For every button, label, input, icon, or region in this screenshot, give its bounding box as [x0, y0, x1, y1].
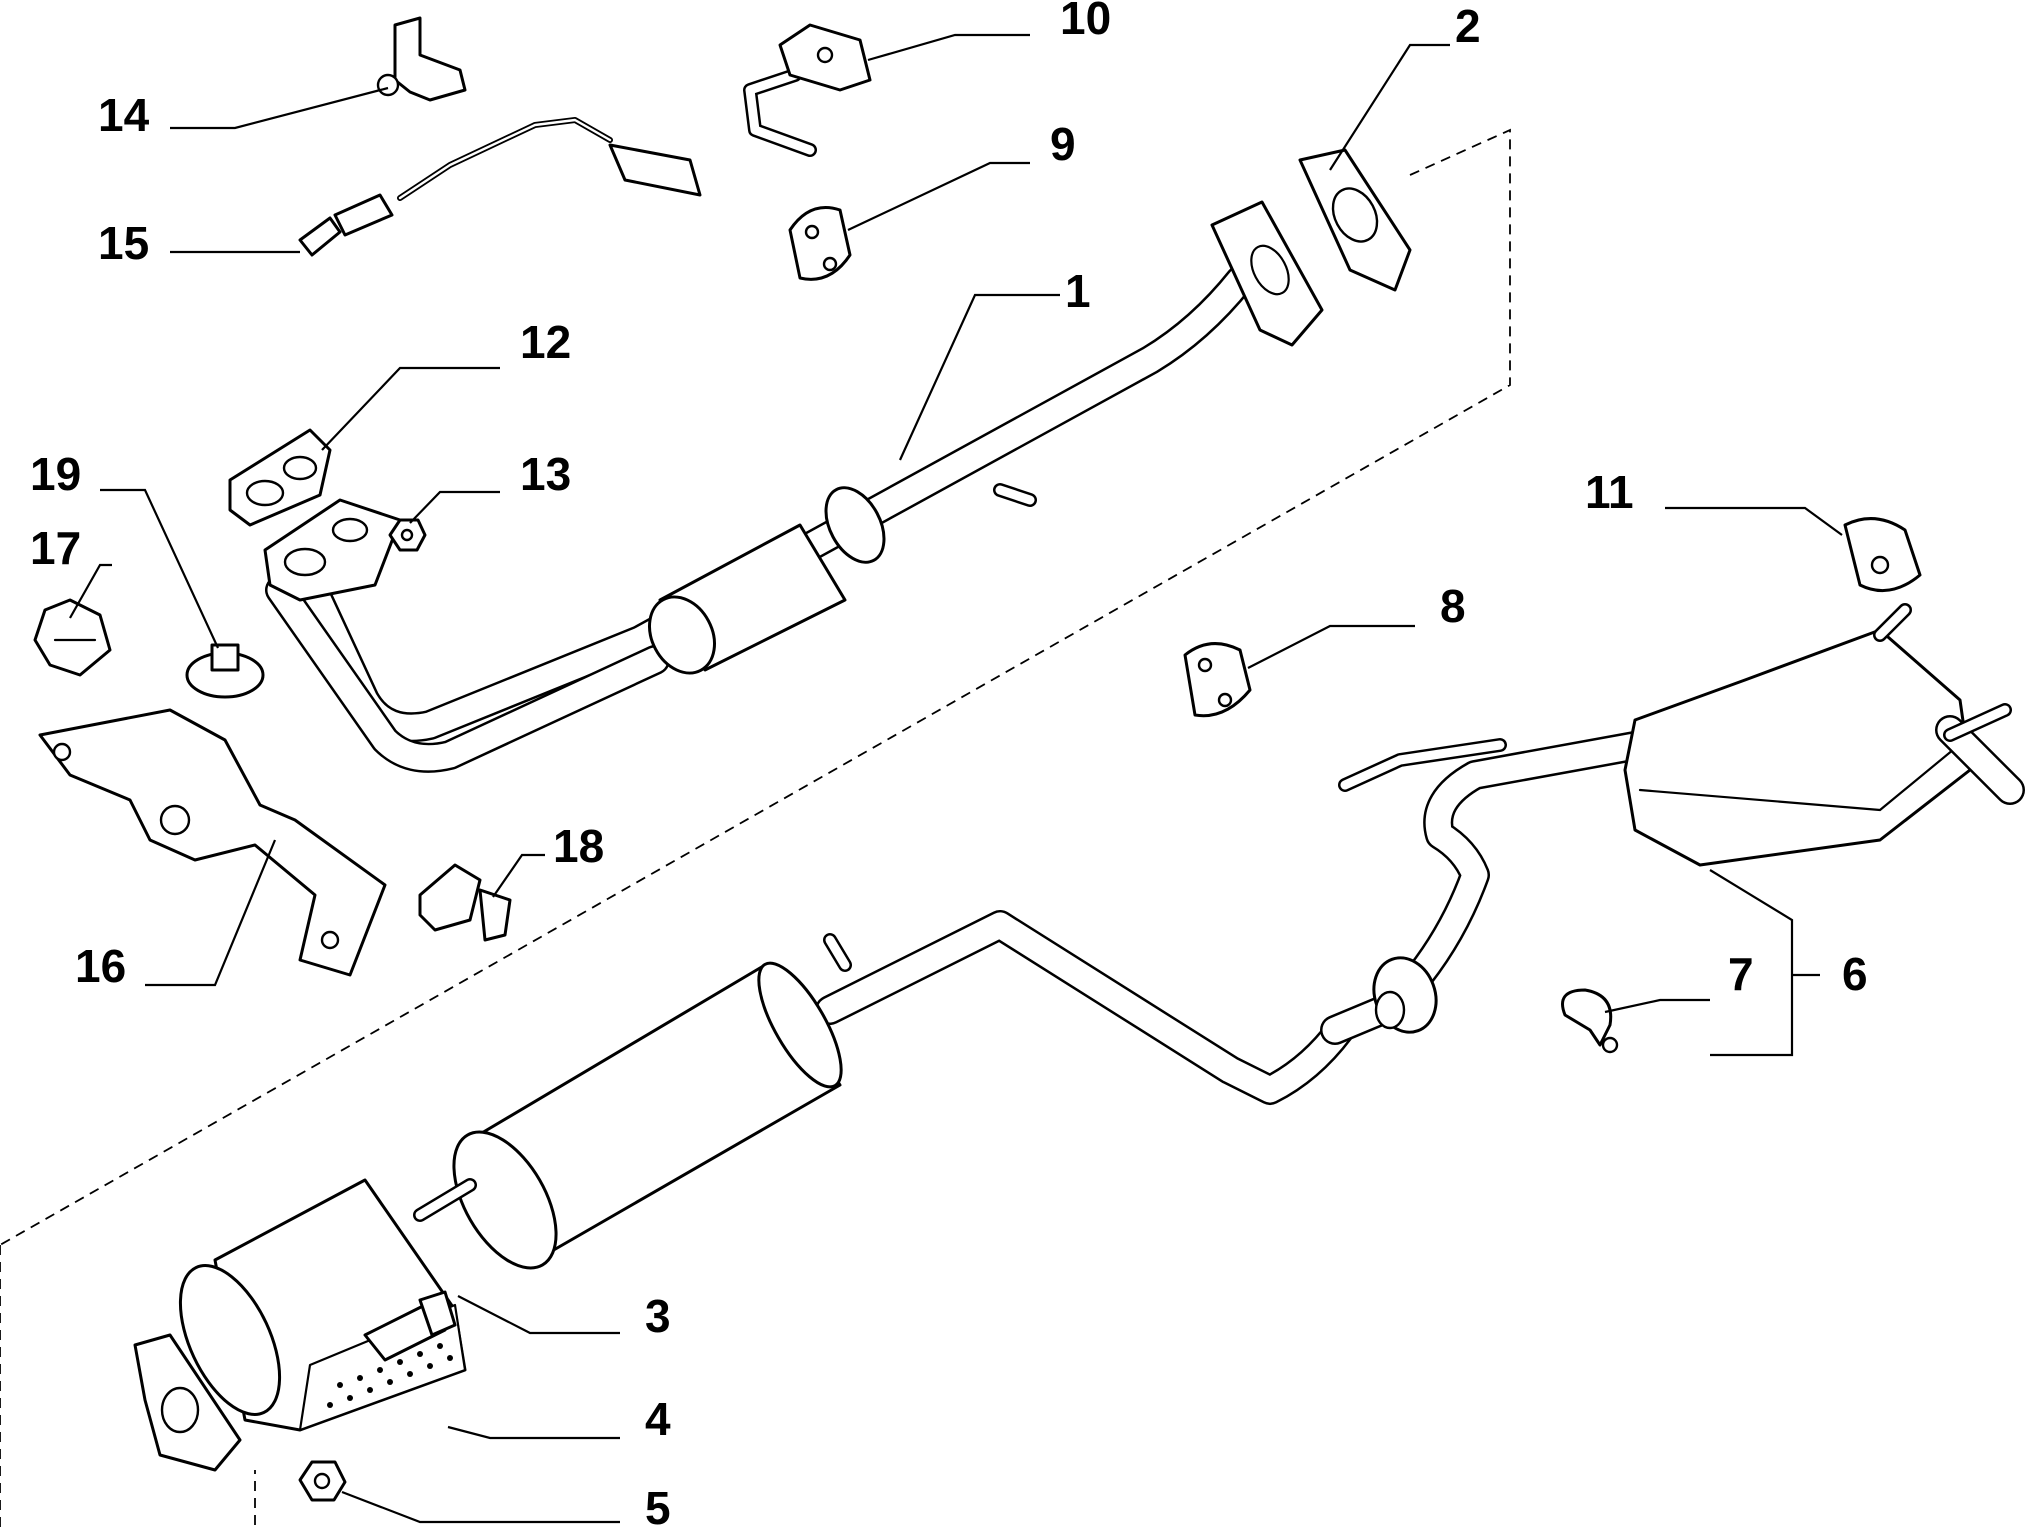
callout-7: 7	[1728, 948, 1754, 1000]
catalytic-converter-part-3	[133, 910, 1355, 1472]
callout-10: 10	[1060, 0, 1111, 44]
leader-2	[1329, 43, 1450, 171]
callout-4: 4	[645, 1393, 671, 1445]
leader-18	[492, 853, 545, 898]
bolt-part-4	[363, 1290, 457, 1362]
silencer-rear-cap	[757, 961, 843, 1089]
leader-19	[100, 488, 219, 649]
leader-9	[847, 161, 1030, 231]
leader-11	[1665, 506, 1843, 536]
sensor-bracket-part-14	[376, 16, 467, 102]
callout-6: 6	[1842, 948, 1868, 1000]
callout-5: 5	[645, 1482, 671, 1532]
hanger-bracket-part-10	[743, 23, 872, 157]
rear-flange-hole	[1250, 244, 1290, 296]
lambda-sensor-part-15	[298, 117, 702, 257]
callout-8: 8	[1440, 580, 1466, 632]
leader-4	[447, 1425, 620, 1440]
leader-5	[341, 1490, 620, 1524]
leader-lines	[69, 33, 1843, 1524]
callout-19: 19	[30, 448, 81, 500]
callout-2: 2	[1455, 0, 1481, 52]
gasket-part-2	[1298, 148, 1412, 292]
callout-1: 1	[1065, 265, 1091, 317]
leader-16	[145, 839, 277, 987]
nut-part-13	[388, 518, 427, 552]
leader-13	[409, 490, 500, 524]
silencer-front-cap	[452, 1130, 558, 1270]
callout-9: 9	[1050, 118, 1076, 170]
leader-6	[1709, 869, 1820, 1057]
clip-part-17	[33, 598, 112, 677]
nut-part-5	[298, 1460, 347, 1502]
manifold-gasket-part-12	[228, 428, 332, 527]
leader-8	[1247, 624, 1415, 669]
leader-10	[867, 33, 1030, 62]
leader-14	[170, 86, 389, 130]
callout-15: 15	[98, 217, 149, 269]
grommet-part-19	[185, 643, 265, 699]
callout-11: 11	[1585, 466, 1634, 518]
callout-labels: 1 2 3 4 5 6 7 8 9 10 11 12 13 14 15 16 1…	[30, 0, 1868, 1532]
rubber-mount-part-11	[1843, 517, 1922, 593]
callout-12: 12	[520, 316, 571, 368]
flex-joint-end	[648, 595, 716, 675]
leader-17	[69, 563, 112, 619]
connector-part-18	[418, 863, 512, 942]
callout-3: 3	[645, 1290, 671, 1342]
flange-port	[331, 517, 369, 543]
callout-14: 14	[98, 89, 150, 141]
callout-13: 13	[520, 448, 571, 500]
inlet-port	[160, 1386, 200, 1434]
rubber-mount-part-9	[788, 206, 852, 281]
callout-18: 18	[553, 820, 604, 872]
flex-joint-end	[824, 486, 886, 564]
leader-7	[1604, 998, 1710, 1014]
clamp-part-7	[1561, 988, 1619, 1054]
manifold-flange	[263, 498, 402, 602]
rear-silencer-part-6	[1320, 603, 2025, 1045]
callout-17: 17	[30, 522, 81, 574]
assembly-boundary	[0, 128, 1511, 1532]
callout-16: 16	[75, 940, 126, 992]
silencer-seam	[1638, 738, 1967, 812]
leader-12	[321, 366, 500, 451]
front-pipe-part-1	[263, 200, 1324, 773]
converter-face	[178, 1264, 282, 1416]
flange-port	[283, 547, 327, 577]
shield-bracket-part-16	[38, 708, 387, 977]
leader-3	[457, 1295, 620, 1335]
rubber-mount-part-8	[1183, 642, 1252, 718]
leader-1	[898, 293, 1060, 461]
